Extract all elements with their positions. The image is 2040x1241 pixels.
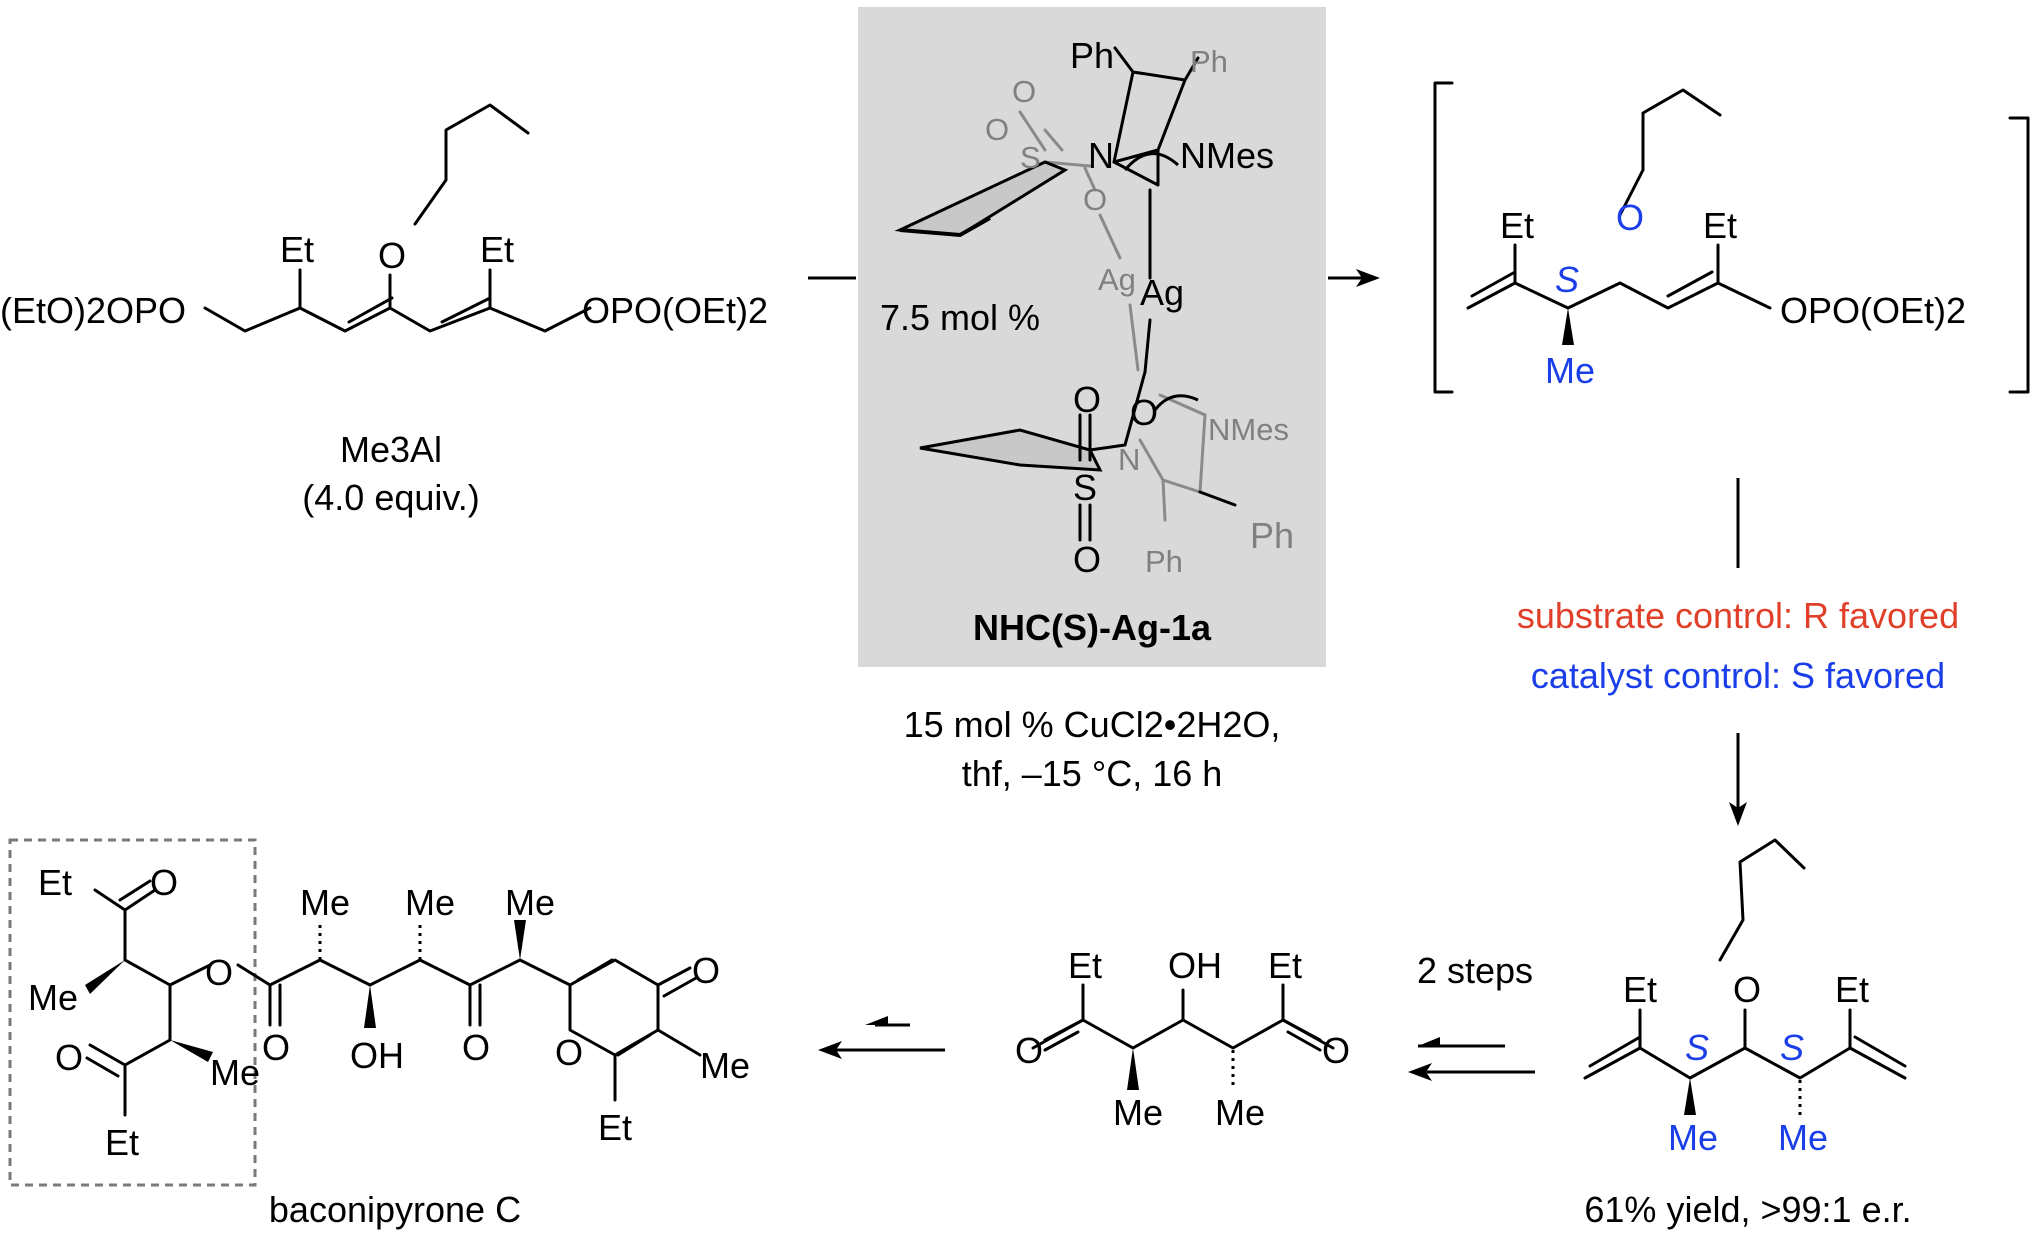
catalyst-name: NHC(S)-Ag-1a (973, 607, 1212, 648)
sm-right-phosphate: OPO(OEt)2 (582, 290, 768, 331)
int-et-right: Et (1703, 205, 1737, 246)
sm-oxygen: O (378, 235, 406, 276)
product-yield: 61% yield, >99:1 e.r. (1584, 1189, 1911, 1230)
two-steps-label: 2 steps (1417, 950, 1533, 991)
int-oxygen: O (1616, 197, 1644, 238)
tg-me-ring: Me (700, 1045, 750, 1086)
catalyst-control-text: catalyst control: S favored (1531, 655, 1945, 696)
diketone: Et OH Et O O Me Me (1015, 945, 1350, 1133)
tg-me1: Me (300, 882, 350, 923)
conditions-line1: 15 mol % CuCl2•2H2O, (904, 704, 1281, 745)
tg-me-left: Me (28, 977, 78, 1018)
cat-o-bottom: O (1130, 392, 1158, 433)
cat-o-top2: O (985, 112, 1009, 147)
cat-nmes-top: NMes (1180, 135, 1274, 176)
tg-me-mid: Me (210, 1052, 260, 1093)
intermediate: Et O Et S Me OPO(OEt)2 (1433, 81, 2030, 394)
substrate-control-text: substrate control: R favored (1517, 595, 1959, 636)
int-stereo-s: S (1555, 259, 1579, 300)
down-arrow (1729, 733, 1747, 826)
dk-me-left: Me (1113, 1092, 1163, 1133)
sm-left-phosphate: (EtO)2OPO (0, 290, 186, 331)
final-arrows (818, 1016, 945, 1059)
prod-et-left: Et (1623, 969, 1657, 1010)
cat-n-bottom: N (1118, 442, 1140, 477)
cat-ph-bottom-left: Ph (1145, 544, 1183, 579)
cat-ph-top-left: Ph (1070, 35, 1114, 76)
cat-o-bottom1: O (1073, 379, 1101, 420)
tg-o-ring: O (555, 1032, 583, 1073)
tg-o1: O (150, 862, 178, 903)
tg-et-bottom: Et (105, 1122, 139, 1163)
tg-o-pyrone: O (692, 950, 720, 991)
sm-et-left: Et (280, 229, 314, 270)
tg-oh: OH (350, 1035, 404, 1076)
catalyst-panel (858, 7, 1326, 667)
tg-o3: O (55, 1037, 83, 1078)
two-steps-arrow (1408, 1037, 1535, 1081)
tg-me3: Me (505, 882, 555, 923)
cat-ag-right: Ag (1140, 272, 1184, 313)
prod-me-right: Me (1778, 1117, 1828, 1158)
starting-material: (EtO)2OPO Et O Et OPO(OEt)2 (0, 103, 768, 333)
prod-stereo-right: S (1780, 1027, 1804, 1068)
int-right-phosphate: OPO(OEt)2 (1780, 290, 1966, 331)
dk-et-right: Et (1268, 945, 1302, 986)
cat-s-top: S (1020, 140, 1041, 175)
baconipyrone-c: Et O Me O O Me Et O Me Me Me OH O O O Me… (8, 838, 750, 1187)
prod-me-left: Me (1668, 1117, 1718, 1158)
tg-o5: O (462, 1027, 490, 1068)
int-et-left: Et (1500, 205, 1534, 246)
target-name: baconipyrone C (269, 1189, 521, 1230)
reagent-name: Me3Al (340, 429, 442, 470)
dk-o-right: O (1322, 1030, 1350, 1071)
diene-product: Et O Et S S Me Me (1583, 838, 1907, 1158)
tg-me2: Me (405, 882, 455, 923)
cat-s-bottom: S (1073, 467, 1097, 508)
cat-ph-bottom-right: Ph (1250, 515, 1294, 556)
tg-o2: O (205, 952, 233, 993)
prod-stereo-left: S (1685, 1027, 1709, 1068)
cat-ag-left: Ag (1098, 262, 1136, 297)
dk-o-left: O (1015, 1030, 1043, 1071)
tg-et-top: Et (38, 862, 72, 903)
cat-nmes-bottom: NMes (1208, 412, 1289, 447)
catalyst-loading: 7.5 mol % (880, 297, 1040, 338)
dk-et-left: Et (1068, 945, 1102, 986)
conditions-line2: thf, –15 °C, 16 h (962, 753, 1223, 794)
cat-o-top1: O (1012, 74, 1036, 109)
int-methyl: Me (1545, 350, 1595, 391)
tg-et-ring: Et (598, 1107, 632, 1148)
tg-o4: O (262, 1027, 290, 1068)
cat-o-bottom2: O (1073, 539, 1101, 580)
main-arrow (808, 269, 1380, 287)
prod-et-right: Et (1835, 969, 1869, 1010)
dk-me-right: Me (1215, 1092, 1265, 1133)
dk-oh: OH (1168, 945, 1222, 986)
cat-n-top: N (1088, 135, 1114, 176)
prod-oxygen: O (1733, 969, 1761, 1010)
catalyst-structure: Ph Ph O O S N NMes O Ag Ag O NMes N O S … (894, 35, 1294, 580)
cat-o-top3: O (1083, 182, 1107, 217)
sm-et-right: Et (480, 229, 514, 270)
cat-ph-top-right: Ph (1190, 44, 1228, 79)
reagent-amount: (4.0 equiv.) (302, 477, 479, 518)
